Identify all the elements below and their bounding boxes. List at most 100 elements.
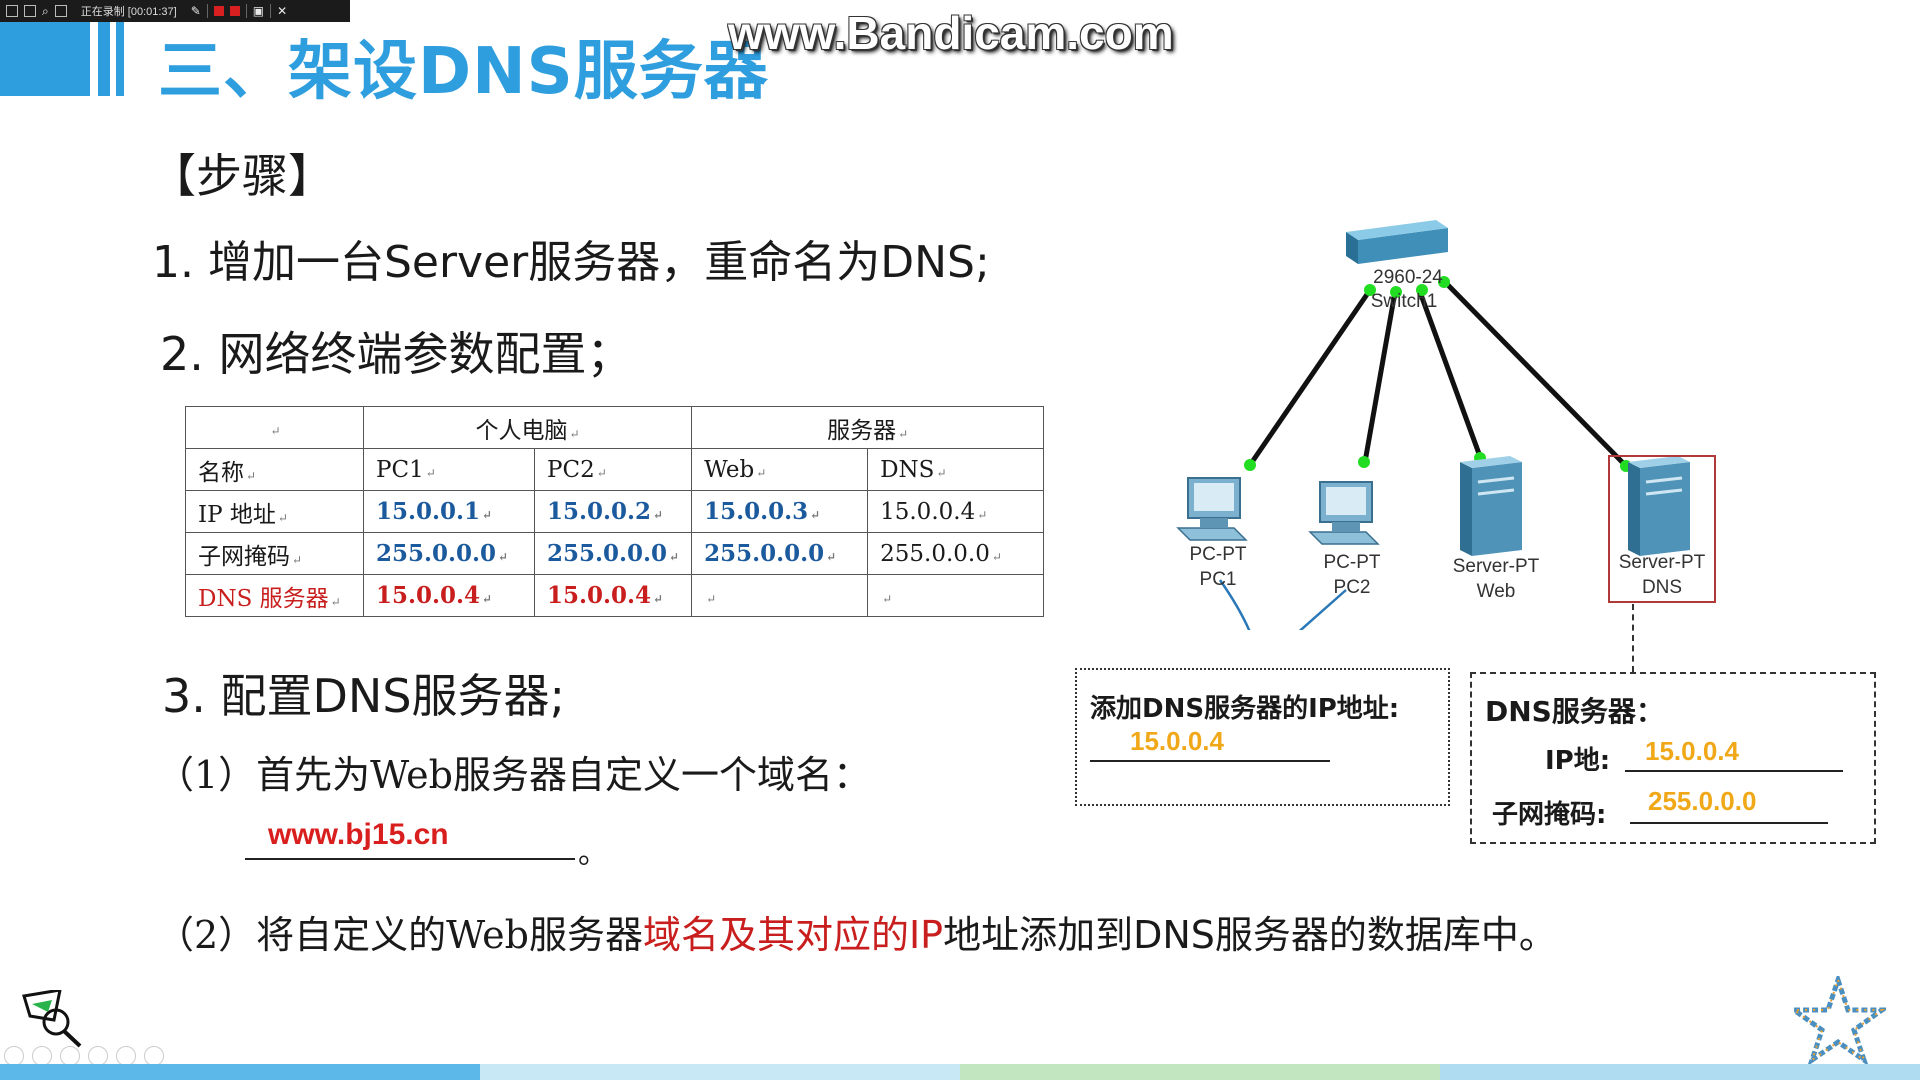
subnet-mask-label: 子网掩码: bbox=[1492, 800, 1607, 830]
switch-model-label: 2960-24 bbox=[1373, 267, 1443, 288]
divider bbox=[270, 4, 272, 18]
search-icon[interactable]: ⌕ bbox=[42, 3, 49, 18]
dns-server-highlight bbox=[1608, 455, 1716, 603]
table-row: 子网掩码↵ 255.0.0.0↵ 255.0.0.0↵ 255.0.0.0↵ 2… bbox=[185, 532, 1045, 575]
table-header-empty: ↵ bbox=[185, 406, 364, 449]
recorder-toolbar: ⌕ 正在录制 [00:01:37] ✎ ▣ ✕ bbox=[0, 0, 350, 22]
table-cell: 255.0.0.0↵ bbox=[533, 532, 693, 575]
link-pc2 bbox=[1362, 291, 1398, 463]
bar-segment bbox=[480, 1064, 960, 1080]
pencil-icon[interactable]: ✎ bbox=[190, 4, 201, 18]
page-title: 三、架设DNS服务器 bbox=[158, 35, 769, 109]
pen-tool-icon[interactable] bbox=[60, 1046, 80, 1066]
steps-heading: 【步骤】 bbox=[150, 149, 334, 203]
table-header-pc: 个人电脑↵ bbox=[362, 406, 693, 449]
table-cell: 15.0.0.4↵ bbox=[533, 574, 693, 617]
step-3: 3. 配置DNS服务器; bbox=[162, 669, 566, 723]
answer-underline bbox=[1630, 822, 1828, 824]
server-icon bbox=[1460, 456, 1522, 556]
port-dot bbox=[1244, 459, 1256, 471]
device-name-label: DNS bbox=[1641, 577, 1683, 598]
table-row: DNS 服务器↵ 15.0.0.4↵ 15.0.0.4↵ ↵ ↵ bbox=[185, 574, 1045, 617]
window-icon[interactable] bbox=[6, 5, 18, 17]
dashed-connector bbox=[1632, 604, 1634, 672]
client-dns-config-box bbox=[1075, 668, 1450, 806]
table-cell: 15.0.0.4↵ bbox=[867, 490, 1045, 533]
port-dot bbox=[1438, 276, 1450, 288]
crop-icon[interactable] bbox=[54, 5, 67, 17]
table-cell: PC1↵ bbox=[363, 448, 535, 491]
bar-segment bbox=[0, 1064, 480, 1080]
answer-underline bbox=[1090, 760, 1330, 762]
prev-slide-icon[interactable] bbox=[4, 1046, 24, 1066]
network-parameter-table: ↵ 个人电脑↵ 服务器↵ 名称↵ PC1↵ PC2↵ Web↵ DNS↵ IP … bbox=[185, 406, 1045, 617]
table-row: IP 地址↵ 15.0.0.1↵ 15.0.0.2↵ 15.0.0.3↵ 15.… bbox=[185, 490, 1045, 533]
client-dns-title: 添加DNS服务器的IP地址: bbox=[1090, 694, 1400, 724]
zoom-icon[interactable] bbox=[116, 1046, 136, 1066]
ip-label: IP地: bbox=[1545, 746, 1611, 776]
camera-icon[interactable]: ▣ bbox=[252, 4, 265, 18]
table-cell: Web↵ bbox=[691, 448, 869, 491]
slide-nav-controls bbox=[4, 1046, 164, 1066]
dns-server-ip: 15.0.0.4 bbox=[1645, 736, 1739, 766]
table-cell: ↵ bbox=[691, 574, 869, 617]
link-pc1 bbox=[1247, 288, 1373, 467]
domain-answer: www.bj15.cn bbox=[268, 818, 449, 851]
step-2: 2. 网络终端参数配置； bbox=[160, 327, 633, 381]
divider bbox=[245, 4, 247, 18]
grid-view-icon[interactable] bbox=[88, 1046, 108, 1066]
dns-server-title: DNS服务器： bbox=[1485, 695, 1664, 728]
table-cell: ↵ bbox=[867, 574, 1045, 617]
pc-icon bbox=[1176, 477, 1248, 541]
port-dot bbox=[1390, 286, 1402, 298]
substep-2: （2）将自定义的Web服务器域名及其对应的IP地址添加到DNS服务器的数据库中。 bbox=[156, 913, 1557, 957]
header-accent-stripe bbox=[116, 22, 124, 96]
port-dot bbox=[1358, 456, 1370, 468]
more-options-icon[interactable] bbox=[144, 1046, 164, 1066]
pen-pointer-icon bbox=[22, 990, 82, 1048]
table-cell: 子网掩码↵ bbox=[185, 532, 364, 575]
table-cell: 15.0.0.1↵ bbox=[363, 490, 535, 533]
table-cell: 255.0.0.0↵ bbox=[691, 532, 869, 575]
device-type-label: Server-PT bbox=[1452, 556, 1540, 577]
answer-underline bbox=[245, 858, 575, 860]
sentence-end: 。 bbox=[578, 836, 608, 871]
bar-segment bbox=[1440, 1064, 1920, 1080]
table-cell: 15.0.0.3↵ bbox=[691, 490, 869, 533]
device-type-label: PC-PT bbox=[1323, 552, 1381, 573]
annotation-pointer bbox=[1218, 579, 1347, 630]
table-header-row: ↵ 个人电脑↵ 服务器↵ bbox=[185, 406, 1045, 449]
pc-icon bbox=[1308, 481, 1380, 545]
table-cell: 255.0.0.0↵ bbox=[867, 532, 1045, 575]
restore-icon[interactable] bbox=[24, 5, 36, 17]
table-cell: IP 地址↵ bbox=[185, 490, 364, 533]
table-cell: 15.0.0.4↵ bbox=[363, 574, 535, 617]
table-cell: 15.0.0.2↵ bbox=[533, 490, 693, 533]
star-decoration-icon bbox=[1790, 976, 1886, 1064]
table-row: 名称↵ PC1↵ PC2↵ Web↵ DNS↵ bbox=[185, 448, 1045, 491]
recording-status: 正在录制 [00:01:37] bbox=[80, 6, 177, 18]
port-dot bbox=[1364, 284, 1376, 296]
switch-icon bbox=[1346, 220, 1448, 264]
close-icon[interactable]: ✕ bbox=[277, 4, 288, 18]
port-dot bbox=[1416, 284, 1428, 296]
stop-icon[interactable] bbox=[229, 6, 240, 16]
dns-server-config-box bbox=[1470, 672, 1876, 844]
client-dns-ip: 15.0.0.4 bbox=[1130, 726, 1224, 756]
table-cell: 名称↵ bbox=[185, 448, 364, 491]
switch-name-label: Switch1 bbox=[1370, 291, 1438, 312]
table-cell: DNS↵ bbox=[867, 448, 1045, 491]
bar-segment bbox=[960, 1064, 1440, 1080]
table-header-server: 服务器↵ bbox=[691, 406, 1045, 449]
step-1: 1. 增加一台Server服务器，重命名为DNS; bbox=[152, 237, 990, 288]
link-dns bbox=[1443, 280, 1628, 468]
watermark: www.Bandicam.com bbox=[728, 7, 1174, 59]
device-name-label: Web bbox=[1476, 581, 1516, 602]
table-cell: PC2↵ bbox=[533, 448, 693, 491]
divider bbox=[206, 4, 208, 18]
next-slide-icon[interactable] bbox=[32, 1046, 52, 1066]
link-web bbox=[1417, 291, 1485, 463]
record-icon[interactable] bbox=[213, 6, 224, 16]
dns-server-mask: 255.0.0.0 bbox=[1648, 786, 1757, 816]
header-accent-stripe bbox=[98, 22, 110, 96]
